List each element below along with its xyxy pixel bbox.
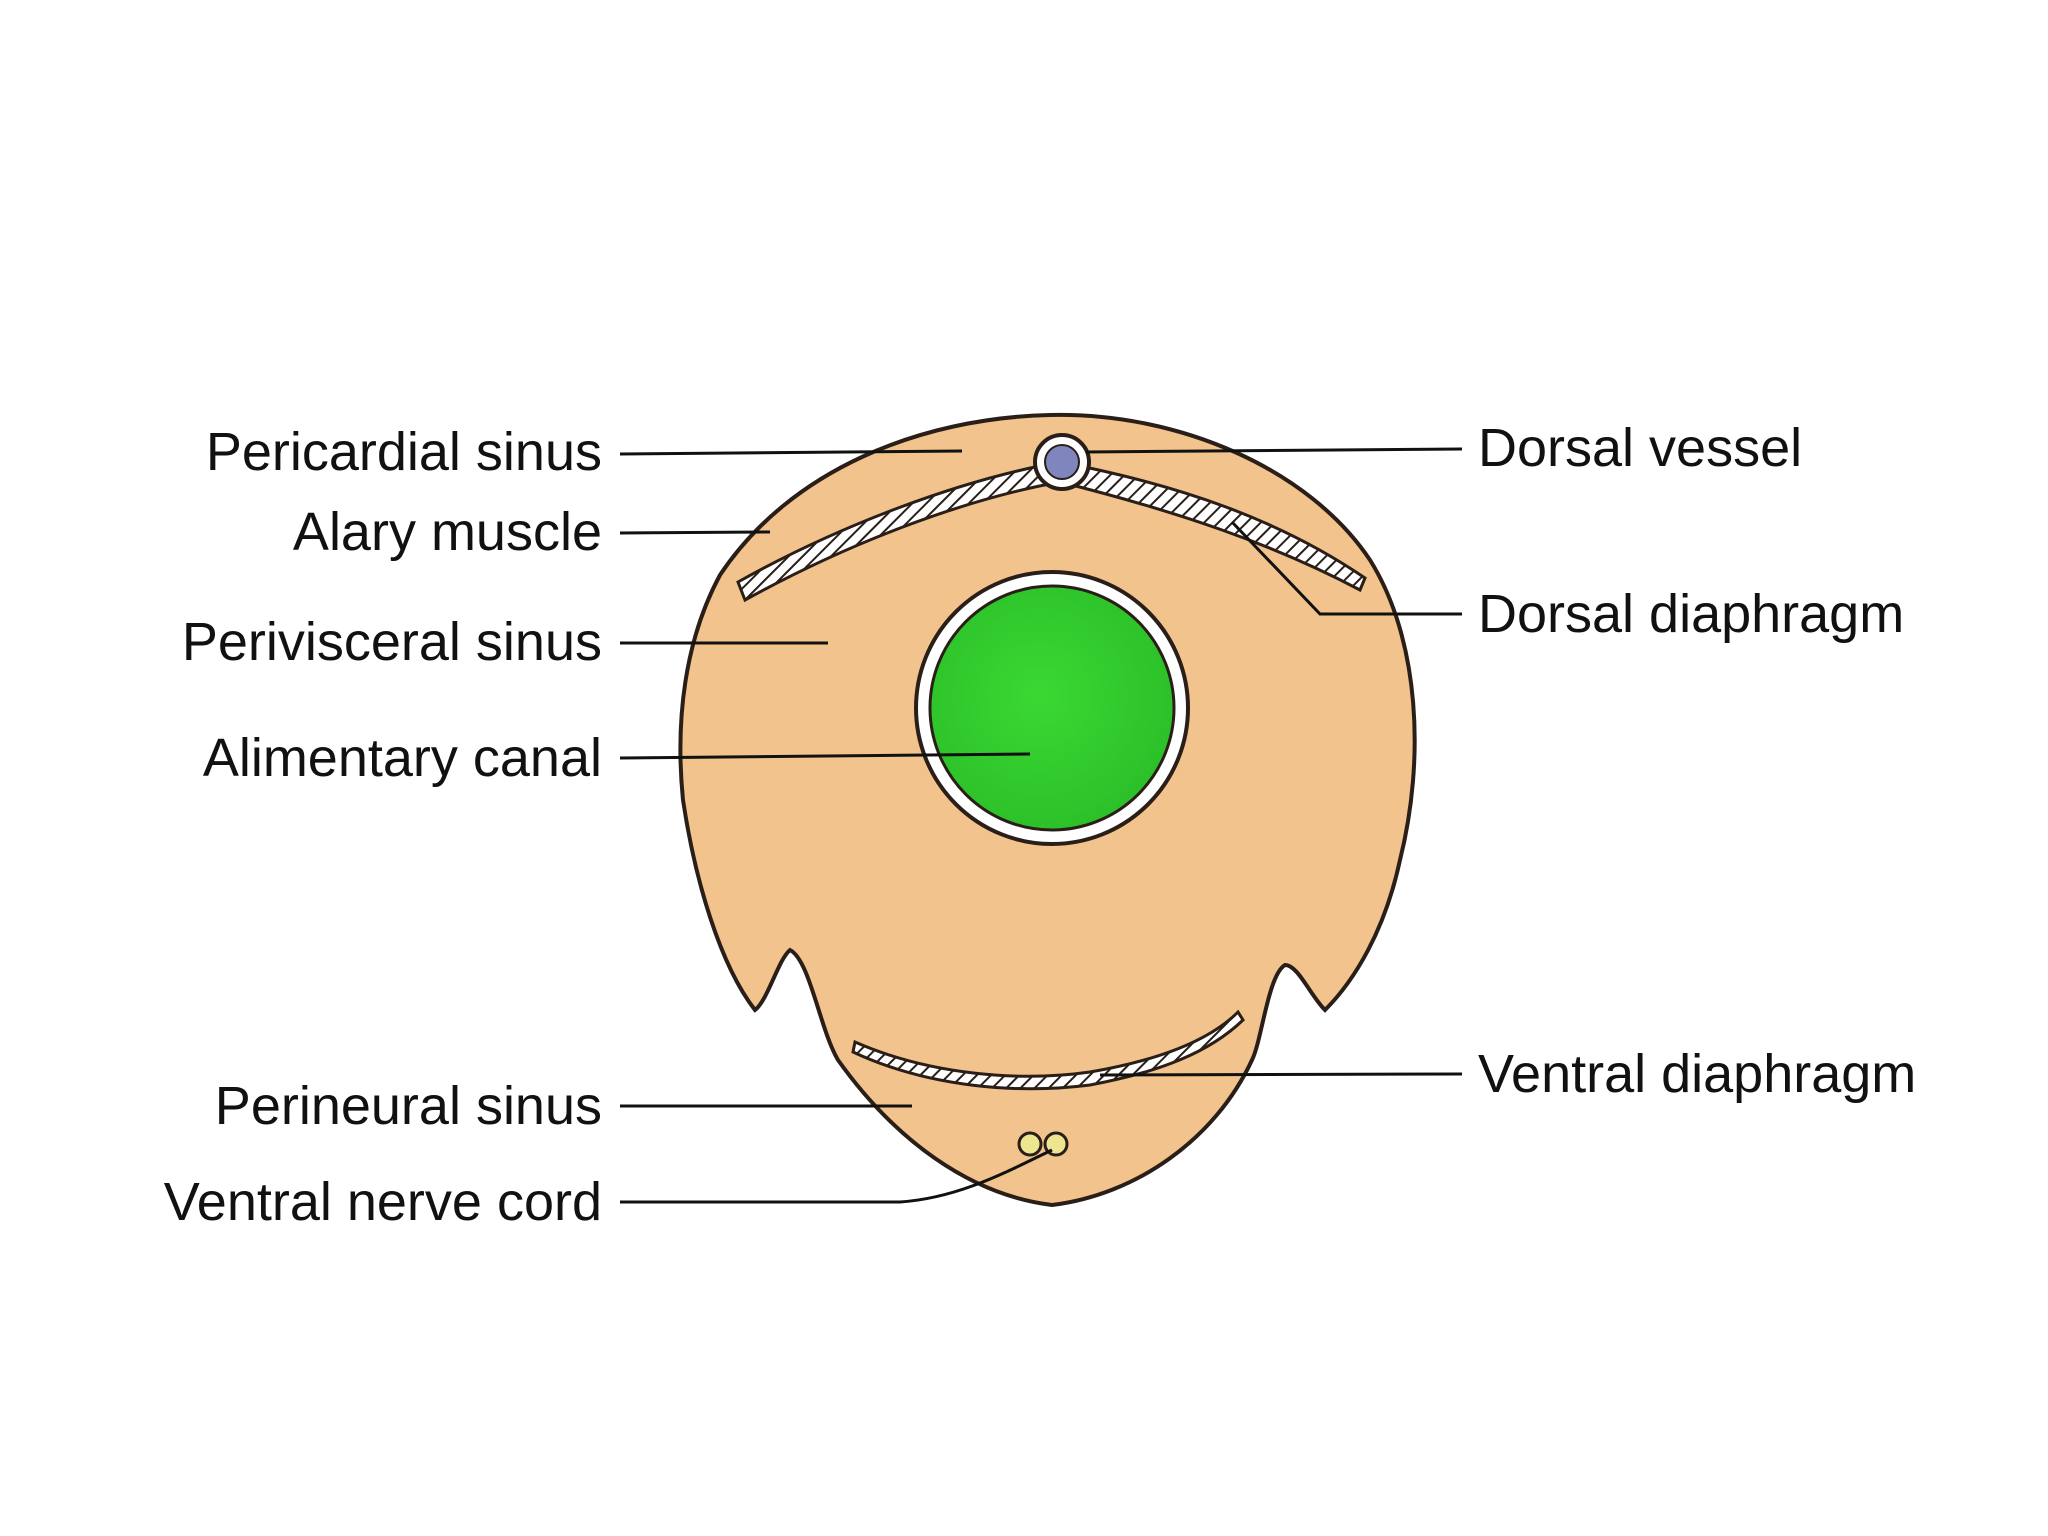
leader-ventral-diaphragm — [1099, 1072, 1463, 1077]
label-dorsal-vessel: Dorsal vessel — [1478, 418, 1802, 478]
leader-dorsal-diaphragm — [1230, 520, 1462, 616]
leader-alimentary-canal — [619, 752, 1031, 760]
ventral-nerve-cord-left — [1017, 1131, 1043, 1157]
label-ventral-diaphragm: Ventral diaphragm — [1478, 1044, 1916, 1104]
label-perivisceral-sinus: Perivisceral sinus — [182, 612, 602, 672]
label-alimentary-canal: Alimentary canal — [203, 728, 602, 788]
dorsal-vessel — [1044, 444, 1080, 480]
leader-ventral-nerve-cord — [620, 1148, 1053, 1204]
label-pericardial-sinus: Pericardial sinus — [206, 422, 602, 482]
leader-alary-muscle — [619, 530, 771, 535]
label-perineural-sinus: Perineural sinus — [215, 1076, 602, 1136]
leader-pericardial-sinus — [619, 449, 963, 456]
leader-dorsal-vessel — [1085, 447, 1463, 454]
alimentary-canal — [928, 584, 1176, 832]
label-alary-muscle: Alary muscle — [293, 502, 602, 562]
label-ventral-nerve-cord: Ventral nerve cord — [164, 1172, 602, 1232]
label-dorsal-diaphragm: Dorsal diaphragm — [1478, 584, 1904, 644]
ventral-diaphragm — [851, 1009, 1245, 1091]
